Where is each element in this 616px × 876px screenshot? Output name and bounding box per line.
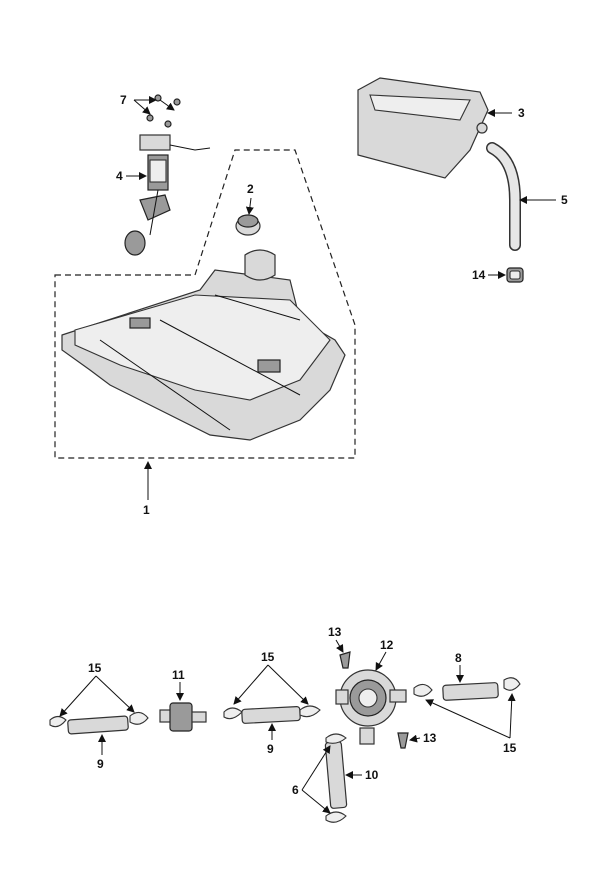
hose-vertical — [324, 741, 348, 809]
callout-2: 2 — [247, 182, 254, 196]
clamp-left-a — [49, 715, 67, 728]
grommet — [506, 267, 524, 283]
screw-top — [339, 651, 351, 669]
callout-9-left: 9 — [97, 757, 104, 771]
filler-hose — [486, 142, 521, 251]
clamp-left-b — [129, 711, 149, 725]
screw-bottom — [397, 732, 409, 749]
fuel-sender-assembly — [124, 134, 211, 256]
callout-8: 8 — [455, 651, 462, 665]
callout-3: 3 — [518, 106, 525, 120]
callout-15-middle: 15 — [261, 650, 275, 664]
callout-15-right: 15 — [503, 741, 517, 755]
callout-10: 10 — [365, 768, 379, 782]
callout-11: 11 — [172, 668, 185, 682]
callout-15-left: 15 — [88, 661, 102, 675]
callout-labels: 1 2 3 4 5 6 7 8 9 9 10 11 12 13 13 14 15… — [88, 93, 568, 797]
clamp-vertical-bottom — [325, 811, 347, 823]
tank-tray — [357, 77, 489, 179]
filler-cap — [235, 214, 261, 236]
clamp-right-a — [413, 683, 433, 697]
fuel-tank — [54, 149, 356, 459]
callout-7: 7 — [120, 93, 127, 107]
callout-1: 1 — [143, 503, 150, 517]
mounting-screws — [146, 94, 181, 128]
callout-13-top: 13 — [328, 625, 342, 639]
callout-4: 4 — [116, 169, 123, 183]
callout-9-middle: 9 — [267, 742, 274, 756]
hose-middle — [241, 705, 301, 724]
clamp-vertical-top — [325, 733, 347, 744]
clamp-right-b — [503, 677, 521, 691]
callout-5: 5 — [561, 193, 568, 207]
callout-6: 6 — [292, 783, 299, 797]
clamp-middle-b — [299, 705, 321, 718]
fuel-pump — [335, 669, 407, 745]
fuel-filter — [159, 702, 207, 732]
leader-lines — [59, 96, 556, 814]
clamp-middle-a — [223, 707, 243, 720]
hose-left — [67, 715, 129, 735]
callout-14: 14 — [472, 268, 486, 282]
callout-13-bottom: 13 — [423, 731, 437, 745]
hose-right — [442, 682, 499, 701]
callout-12: 12 — [380, 638, 394, 652]
